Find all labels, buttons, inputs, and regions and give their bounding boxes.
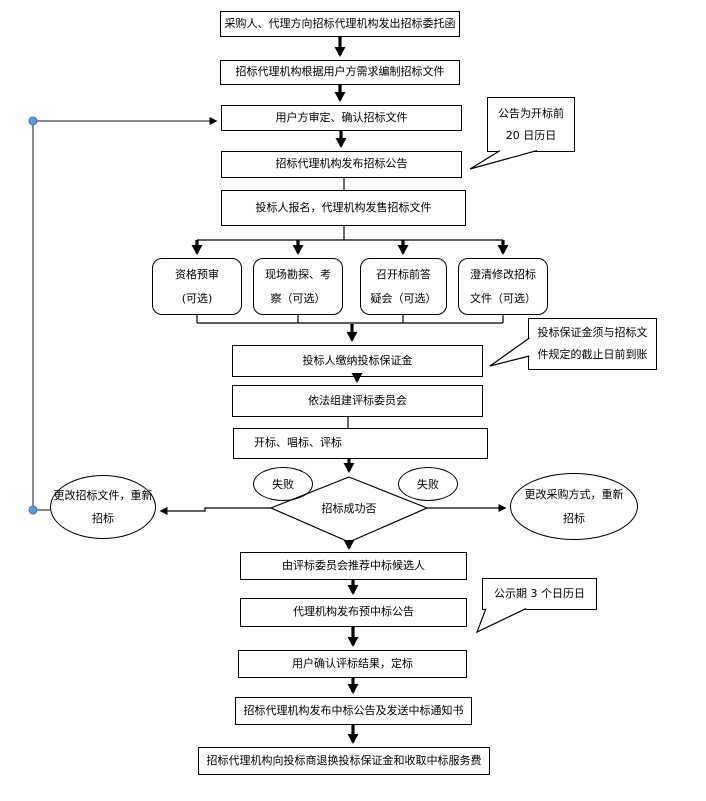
step-prequalification[interactable]: 资格预审 (可选): [152, 258, 242, 315]
step-qa-meeting[interactable]: 召开标前答 疑会（可选）: [360, 258, 447, 315]
callout-deposit-deadline[interactable]: 投标保证金须与招标文 件规定的截止日前到账: [528, 318, 657, 370]
decision-bid-success[interactable]: 招标成功否: [321, 502, 377, 515]
selection-handle-top[interactable]: [28, 116, 38, 126]
step-issue-letter[interactable]: 采购人、代理方向招标代理机构发出招标委托函: [220, 11, 460, 37]
step-redo-bid-docs[interactable]: 更改招标文件，重新 招标: [50, 475, 156, 539]
step-bidder-signup[interactable]: 投标人报名，代理机构发售招标文件: [221, 190, 466, 226]
step-clarify-docs[interactable]: 澄清修改招标 文件（可选）: [458, 258, 548, 315]
step-award-announcement[interactable]: 招标代理机构发布中标公告及发送中标通知书: [235, 697, 472, 725]
step-site-survey[interactable]: 现场勘探、考 察（可选）: [253, 258, 343, 315]
step-pre-award-announcement[interactable]: 代理机构发布预中标公告: [240, 598, 467, 627]
selection-handle-bottom[interactable]: [28, 505, 38, 515]
fail-label-left[interactable]: 失败: [253, 467, 313, 501]
feedback-connector[interactable]: [28, 116, 218, 515]
step-refund-deposit[interactable]: 招标代理机构向投标商退换投标保证金和收取中标服务费: [198, 747, 490, 775]
step-confirm-result[interactable]: 用户确认评标结果，定标: [238, 650, 467, 678]
callout-publicity-period[interactable]: 公示期 3 个日历日: [482, 578, 597, 610]
step-confirm-docs[interactable]: 用户方审定、确认招标文件: [221, 105, 462, 131]
step-redo-procurement-method[interactable]: 更改采购方式，重新 招标: [510, 473, 638, 540]
callout-announcement-period[interactable]: 公告为开标前 20 日历日: [487, 97, 575, 152]
step-form-committee[interactable]: 依法组建评标委员会: [232, 385, 483, 417]
step-prepare-docs[interactable]: 招标代理机构根据用户方需求编制招标文件: [220, 60, 460, 85]
step-pay-deposit[interactable]: 投标人缴纳投标保证金: [232, 345, 483, 377]
step-open-bids[interactable]: 开标、唱标、评标: [233, 428, 488, 459]
step-publish-announcement[interactable]: 招标代理机构发布招标公告: [221, 151, 462, 178]
fail-label-right[interactable]: 失败: [398, 467, 458, 501]
step-recommend-candidates[interactable]: 由评标委员会推荐中标候选人: [240, 552, 467, 580]
